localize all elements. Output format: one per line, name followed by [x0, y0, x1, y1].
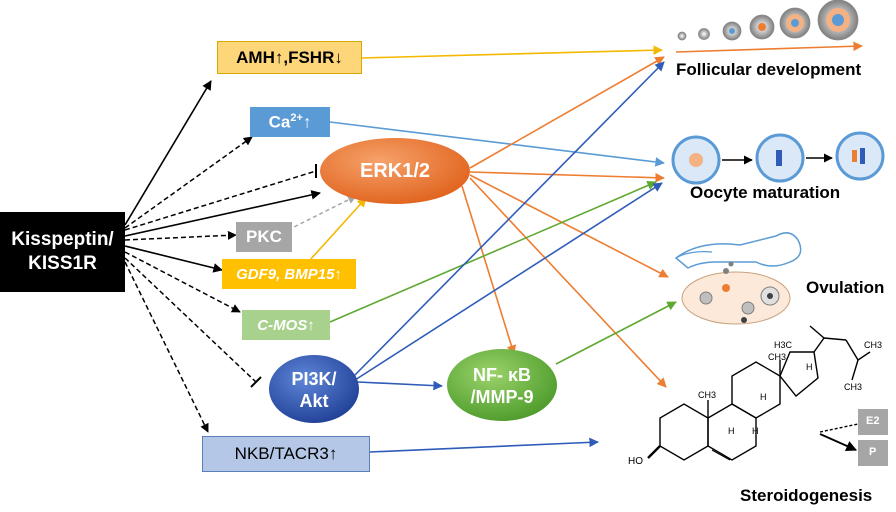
- erk-label-text: ERK1/2: [359, 159, 431, 182]
- h-label-1: H: [806, 362, 813, 372]
- calcium-label: Ca2+↑: [268, 111, 312, 132]
- e2-label: E2: [866, 415, 880, 427]
- ch3-label-sidechain-top: CH3: [864, 340, 883, 350]
- oocyte-maturation-label: Oocyte maturation: [690, 183, 841, 202]
- nfkb-mmp9-label: NF- κB /MMP-9: [447, 358, 557, 414]
- steroid-structure: [647, 325, 871, 461]
- nfkb-label-line1: NF- κB: [472, 365, 532, 385]
- amh-fshr-box: AMH↑,FSHR↓: [217, 41, 362, 74]
- pkc-box: PKC: [236, 222, 292, 252]
- pi3k-akt-label: PI3K/ Akt: [269, 362, 359, 418]
- gdf9-bmp15-box: GDF9, BMP15↑: [222, 259, 356, 289]
- ch3-label-sidechain-bottom: CH3: [844, 382, 863, 392]
- ovulation-label: Ovulation: [806, 278, 885, 297]
- follicle-icon: [675, 0, 863, 53]
- gdf9-bmp15-label: GDF9, BMP15↑: [236, 265, 342, 283]
- pi3k-label-line1: PI3K/: [291, 369, 337, 389]
- pi3k-label-line2: Akt: [299, 391, 329, 411]
- signal-arrows: [287, 45, 677, 453]
- ovulation-icon: [674, 232, 802, 325]
- nkb-tacr3-label: NKB/TACR3↑: [234, 444, 338, 463]
- erk-label: ERK1/2: [320, 156, 470, 186]
- cmos-box: C-MOS↑: [242, 310, 330, 340]
- kisspeptin-receptor-box: Kisspeptin/ KISS1R: [0, 212, 125, 292]
- p-label: P: [869, 446, 877, 458]
- cmos-label: C-MOS↑: [257, 316, 315, 334]
- ho-label: HO: [628, 456, 643, 467]
- ch3-label-ring-c: CH3: [768, 352, 787, 362]
- nkb-tacr3-box: NKB/TACR3↑: [202, 436, 370, 472]
- kisspeptin-arrows: [124, 80, 321, 433]
- pi3k-node: [269, 355, 359, 423]
- follicular-development-label: Follicular development: [676, 60, 862, 79]
- steroidogenesis-label: Steroidogenesis: [740, 486, 873, 505]
- h3c-label: H3C: [774, 340, 793, 350]
- kisspeptin-label-line1: Kisspeptin/: [11, 229, 114, 250]
- calcium-box: Ca2+↑: [250, 107, 330, 137]
- kisspeptin-label-line2: KISS1R: [28, 253, 97, 274]
- h-label-3: H: [728, 426, 735, 436]
- p-box: [858, 440, 888, 466]
- oocyte-icon: [671, 131, 885, 185]
- nfkb-node: [447, 349, 557, 421]
- erk-node: [320, 138, 470, 204]
- h-label-2: H: [760, 392, 767, 402]
- amh-fshr-label: AMH↑,FSHR↓: [236, 47, 343, 67]
- ch3-label-ring-a: CH3: [698, 390, 717, 400]
- e2-box: [858, 409, 888, 435]
- h-label-4: H: [752, 426, 759, 436]
- nfkb-label-line2: /MMP-9: [470, 387, 534, 407]
- pkc-label: PKC: [246, 227, 282, 246]
